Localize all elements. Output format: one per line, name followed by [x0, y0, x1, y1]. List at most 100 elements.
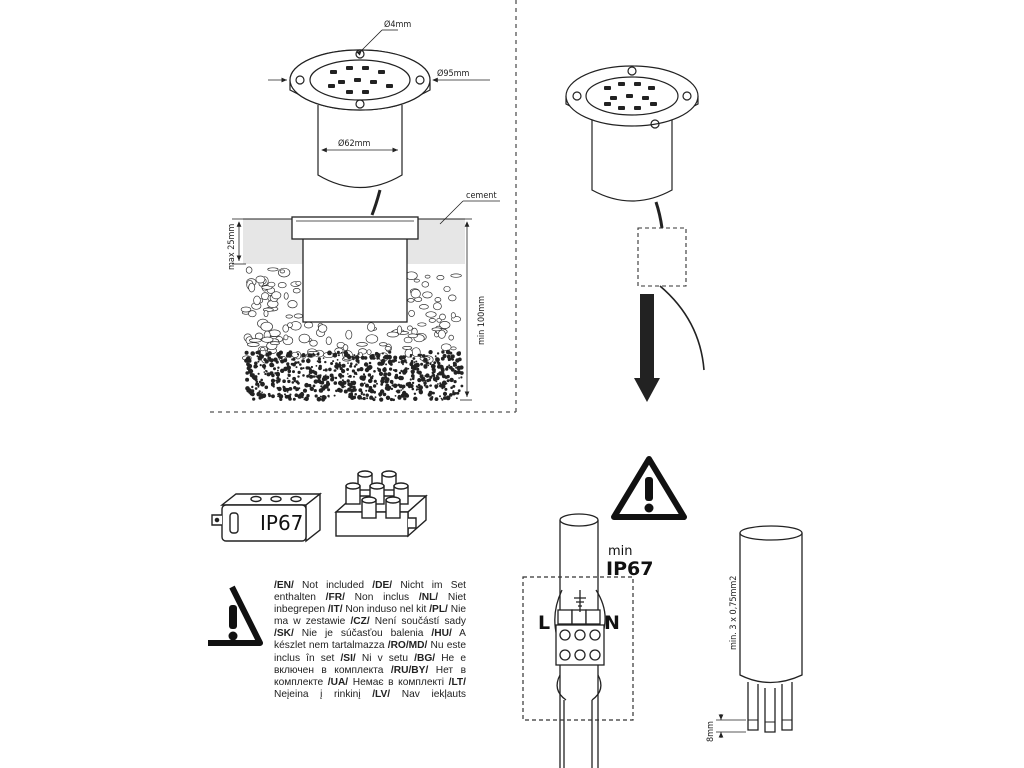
lamp-flange-section: [291, 216, 419, 240]
fine-gravel-grain: [322, 357, 325, 359]
fine-gravel-grain: [264, 372, 267, 376]
ip67-rating-label: IP67: [606, 558, 653, 580]
language-code: /SK/: [274, 628, 294, 640]
fine-gravel-grain: [371, 354, 375, 358]
gravel-stone: [287, 322, 293, 328]
fine-gravel-grain: [394, 395, 397, 397]
fine-gravel-grain: [271, 363, 275, 367]
fine-gravel-grain: [277, 386, 282, 392]
fine-gravel-grain: [419, 374, 424, 379]
fine-gravel-grain: [394, 375, 399, 380]
fine-gravel-grain: [437, 383, 439, 385]
fine-gravel-grain: [349, 384, 353, 389]
gravel-stone: [287, 300, 298, 309]
fine-gravel-grain: [271, 394, 274, 398]
fine-gravel-grain: [315, 375, 318, 378]
fine-gravel-grain: [435, 376, 440, 381]
live-label: L: [538, 612, 550, 634]
gravel-stone: [366, 349, 372, 355]
connector-placeholder-box: [637, 227, 687, 287]
fine-gravel-grain: [286, 352, 290, 356]
fine-gravel-grain: [446, 379, 450, 383]
fine-gravel-grain: [297, 370, 301, 374]
fine-gravel-grain: [326, 380, 330, 384]
fine-gravel-grain: [318, 360, 322, 364]
fine-gravel-grain: [306, 358, 311, 364]
fine-gravel-grain: [373, 379, 377, 383]
fine-gravel-grain: [344, 351, 348, 355]
gravel-stone: [365, 334, 379, 344]
fine-gravel-grain: [373, 390, 376, 394]
fine-gravel-grain: [411, 371, 415, 375]
fine-gravel-grain: [260, 381, 265, 387]
fine-gravel-grain: [254, 361, 258, 366]
fine-gravel-grain: [336, 350, 340, 354]
fine-gravel-grain: [357, 394, 362, 400]
fine-gravel-grain: [445, 367, 449, 371]
fine-gravel-grain: [452, 384, 456, 388]
fine-gravel-grain: [274, 372, 277, 375]
gravel-stone: [450, 346, 457, 351]
fine-gravel-grain: [287, 379, 291, 384]
fine-gravel-grain: [341, 363, 346, 368]
cable-spec: [739, 525, 803, 733]
down-arrow-icon: [634, 294, 660, 402]
fine-gravel-grain: [410, 359, 414, 363]
fine-gravel-grain: [400, 369, 403, 373]
fine-gravel-grain: [255, 382, 259, 386]
fine-gravel-grain: [244, 350, 249, 355]
fine-gravel-grain: [316, 378, 322, 384]
fine-gravel-grain: [450, 368, 455, 372]
fine-gravel-grain: [347, 387, 352, 392]
fine-gravel-grain: [352, 395, 357, 400]
fine-gravel-grain: [410, 374, 415, 378]
fine-gravel-grain: [327, 388, 331, 392]
gravel-stone: [279, 269, 286, 274]
notice-text: /EN/ Not included /DE/ Nicht im Set enth…: [274, 580, 466, 700]
fine-gravel-grain: [359, 375, 365, 381]
fine-gravel-grain: [263, 358, 267, 362]
fine-gravel-grain: [269, 358, 274, 363]
fine-gravel-grain: [413, 363, 419, 368]
fine-gravel-grain: [416, 367, 420, 371]
fine-gravel-grain: [419, 353, 423, 356]
fine-gravel-grain: [264, 365, 267, 368]
fine-gravel-grain: [338, 388, 343, 393]
fine-gravel-grain: [253, 364, 258, 369]
fine-gravel-grain: [402, 363, 404, 366]
fine-gravel-grain: [332, 360, 335, 363]
cable-out: [659, 285, 705, 371]
gravel-stone: [422, 291, 433, 299]
fine-gravel-grain: [453, 380, 457, 384]
language-text: Není součástí sady: [369, 616, 466, 628]
fine-gravel-grain: [355, 363, 358, 366]
fine-gravel-grain: [276, 352, 281, 357]
fine-gravel-grain: [400, 389, 403, 391]
fine-gravel-grain: [255, 380, 259, 384]
fine-gravel-grain: [391, 384, 394, 387]
fine-gravel-grain: [353, 356, 356, 359]
fine-gravel-grain: [341, 379, 344, 382]
fine-gravel-grain: [291, 381, 295, 384]
fine-gravel-grain: [251, 373, 255, 377]
fine-gravel-grain: [310, 365, 313, 369]
fine-gravel-grain: [275, 379, 278, 382]
fine-gravel-grain: [432, 373, 436, 377]
fine-gravel-grain: [387, 385, 392, 390]
neutral-label: N: [604, 612, 620, 634]
fine-gravel-grain: [339, 367, 343, 371]
fine-gravel-grain: [351, 369, 355, 373]
fine-gravel-grain: [423, 357, 428, 363]
fine-gravel-grain: [350, 362, 353, 366]
gravel-stone: [367, 322, 376, 332]
gravel-stone: [417, 322, 427, 327]
fine-gravel-grain: [309, 375, 312, 378]
fine-gravel-grain: [403, 355, 407, 359]
fine-gravel-grain: [422, 377, 426, 380]
fine-gravel-grain: [440, 367, 445, 371]
fine-gravel-grain: [372, 384, 377, 388]
fine-gravel-grain: [378, 371, 384, 376]
gravel-stone: [271, 291, 282, 300]
gravel-stone: [448, 294, 457, 302]
fine-gravel-grain: [320, 385, 323, 388]
